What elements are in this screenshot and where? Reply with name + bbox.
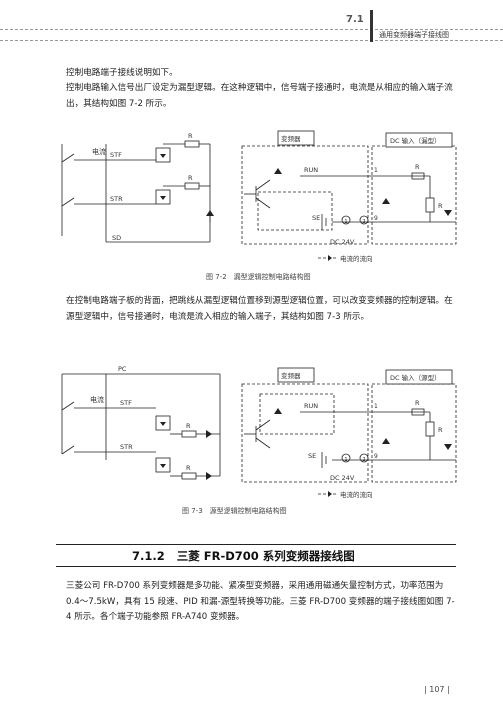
fig3-one-label: 1 xyxy=(374,403,378,410)
fig2-r-label-1: R xyxy=(188,132,193,140)
fig2-sd-label: SD xyxy=(112,234,121,242)
fig2-se-label: SE xyxy=(312,214,320,222)
fig2-legend-label: 电流的流向 xyxy=(340,254,373,263)
section-number: 7.1.2 xyxy=(132,549,165,563)
section-heading: 7.1.2 三菱 FR-D700 系列变频器接线图 xyxy=(132,548,355,564)
fig2-one-label: 1 xyxy=(374,167,378,174)
figure-7-3-caption: 图 7-3 源型逻辑控制电路结构图 xyxy=(182,507,287,515)
fig3-pc-label: PC xyxy=(118,365,127,373)
fig2-r-label-4: R xyxy=(438,202,443,210)
fig3-run-label: RUN xyxy=(304,402,318,410)
fig3-nine-label: 9 xyxy=(374,453,378,460)
fig3-legend-label: 电流的流向 xyxy=(340,490,373,499)
svg-text:1: 1 xyxy=(344,219,347,225)
fig2-r-label-2: R xyxy=(188,174,193,182)
fig3-r-label-1: R xyxy=(186,422,191,430)
figure-7-3-diagram: 1 2 PC 电流 STF STR R R 变频器 DC 输入（源型） RUN … xyxy=(61,365,457,499)
section-rule-top xyxy=(56,544,456,545)
fig3-stf-label: STF xyxy=(120,399,132,407)
fig2-dc24v-label: DC 24V xyxy=(330,238,355,246)
paragraph-sink-logic: 控制电路输入信号出厂设定为漏型逻辑。在这种逻辑中，信号端子接通时，电流是从相应的… xyxy=(66,83,453,109)
paragraph-fr-d700: 三菱公司 FR-D700 系列变频器是多功能、紧凑型变频器，采用通用磁通矢量控制… xyxy=(66,581,455,622)
paragraph-intro: 控制电路端子接线说明如下。 xyxy=(66,68,178,78)
fig3-se-label: SE xyxy=(308,452,316,460)
fig3-inverter-label: 变频器 xyxy=(281,371,301,380)
fig3-r-label-2: R xyxy=(186,464,191,472)
fig2-stf-label: STF xyxy=(110,151,122,159)
header-dashed-line xyxy=(0,29,503,30)
header-section-title: 通用变频器端子接线图 xyxy=(379,31,449,39)
fig3-r-label-3: R xyxy=(415,399,420,407)
fig3-r-label-4: R xyxy=(438,426,443,434)
figure-7-2-caption: 图 7-2 漏型逻辑控制电路结构图 xyxy=(206,273,311,281)
fig3-dc-input-label: DC 输入（源型） xyxy=(390,373,441,382)
paragraph-source-logic: 在控制电路端子板的背面，把跳线从漏型逻辑位置移到源型逻辑位置，可以改变变频器的控… xyxy=(66,296,453,322)
header-dashed-line xyxy=(0,40,503,41)
fig2-nine-label: 9 xyxy=(374,215,378,222)
fig2-inverter-label: 变频器 xyxy=(281,134,301,143)
figure-7-2-diagram: 1 2 电流 STF STR SD R R 变频器 DC 输入（漏型） RUN … xyxy=(61,130,457,263)
fig3-dc24v-label: DC 24V xyxy=(330,474,355,482)
svg-text:2: 2 xyxy=(362,219,365,225)
header-section-number: 7.1 xyxy=(346,14,364,25)
fig2-r-label-3: R xyxy=(415,163,420,171)
page-number: | 107 | xyxy=(424,685,450,694)
fig2-current-label: 电流 xyxy=(92,147,106,156)
fig2-dc-input-label: DC 输入（漏型） xyxy=(390,136,441,145)
fig3-str-label: STR xyxy=(120,443,133,451)
header-divider xyxy=(370,10,373,42)
fig2-run-label: RUN xyxy=(304,166,318,174)
section-title: 三菱 FR-D700 系列变频器接线图 xyxy=(176,549,355,563)
svg-text:2: 2 xyxy=(362,457,365,463)
section-rule-bottom xyxy=(56,566,456,567)
svg-text:1: 1 xyxy=(344,457,347,463)
fig3-current-label: 电流 xyxy=(90,395,104,404)
fig2-str-label: STR xyxy=(110,195,123,203)
